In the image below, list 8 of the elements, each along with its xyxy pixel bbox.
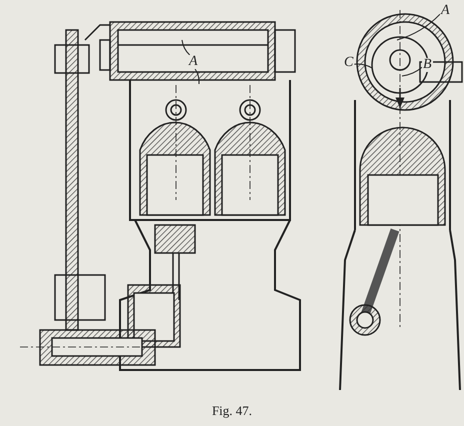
callout-letter: B: [422, 58, 433, 72]
leader-line: [182, 40, 190, 56]
leader-line: [402, 66, 422, 76]
leader-line: [194, 68, 200, 84]
figure-caption: Fig. 47.: [210, 403, 254, 419]
callout-letter: A: [188, 55, 199, 69]
leader-line: [354, 64, 372, 68]
callout-letter: A: [440, 4, 451, 18]
